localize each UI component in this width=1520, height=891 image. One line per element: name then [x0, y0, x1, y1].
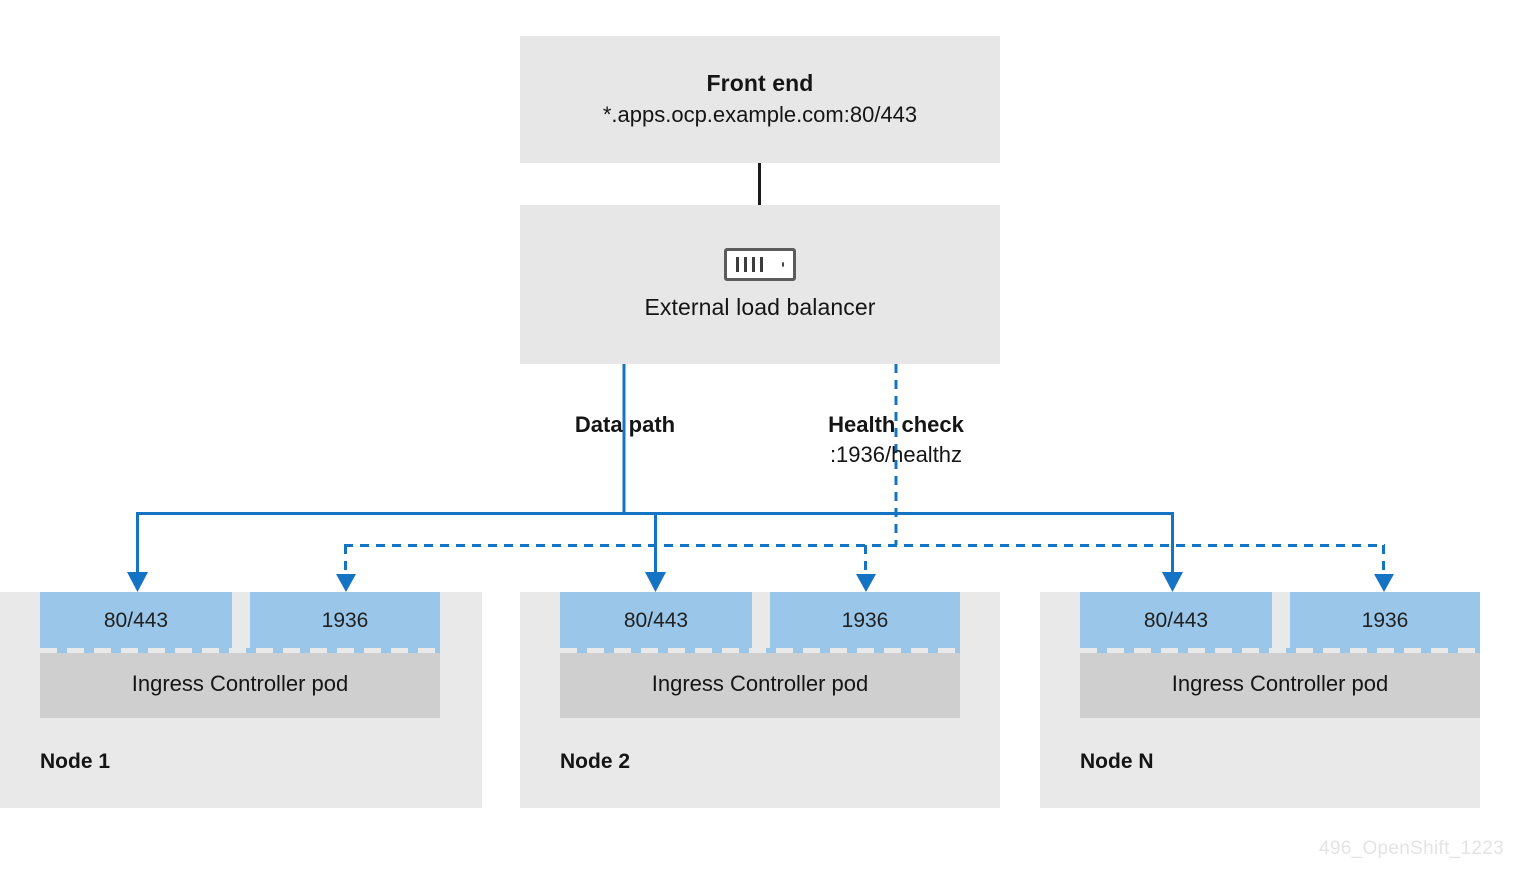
- node-3-label: Node N: [1080, 750, 1154, 773]
- load-balancer-icon: [724, 248, 796, 281]
- health-check-endpoint: :1936/healthz: [829, 441, 963, 467]
- health-check-label-group: Health check :1936/healthz: [776, 411, 1016, 469]
- front-end-title: Front end: [706, 70, 814, 97]
- data-path-label: Data path: [574, 412, 676, 437]
- node-2-pod-seam: [560, 648, 960, 653]
- node-box-1: 80/443 1936 Ingress Controller pod Node …: [0, 592, 482, 808]
- front-end-subtitle: *.apps.ocp.example.com:80/443: [602, 102, 918, 128]
- node-2-port-1936: 1936: [770, 592, 960, 650]
- node-1-port-80-443: 80/443: [40, 592, 232, 650]
- health-check-label: Health check: [828, 412, 964, 437]
- node-1-ingress-controller-pod: Ingress Controller pod: [40, 650, 440, 718]
- node-1-port-1936: 1936: [250, 592, 440, 650]
- load-balancer-icon-bars: [736, 257, 763, 272]
- data-path-label-group: Data path: [505, 411, 745, 440]
- external-load-balancer-label: External load balancer: [644, 294, 876, 320]
- image-watermark: 496_OpenShift_1223: [1319, 838, 1504, 859]
- node-1-label: Node 1: [40, 750, 111, 773]
- node-3-port-80-443: 80/443: [1080, 592, 1272, 650]
- node-2-label: Node 2: [560, 750, 631, 773]
- node-3-pod-seam: [1080, 648, 1480, 653]
- node-3-port-1936: 1936: [1290, 592, 1480, 650]
- node-2-ingress-controller-pod: Ingress Controller pod: [560, 650, 960, 718]
- node-box-3: 80/443 1936 Ingress Controller pod Node …: [1040, 592, 1480, 808]
- node-2-port-80-443: 80/443: [560, 592, 752, 650]
- front-end-box: Front end *.apps.ocp.example.com:80/443: [520, 36, 1000, 163]
- node-3-ingress-controller-pod: Ingress Controller pod: [1080, 650, 1480, 718]
- external-load-balancer-box: External load balancer: [520, 205, 1000, 364]
- load-balancer-icon-dot: [782, 262, 784, 267]
- node-1-pod-seam: [40, 648, 440, 653]
- node-box-2: 80/443 1936 Ingress Controller pod Node …: [520, 592, 1000, 808]
